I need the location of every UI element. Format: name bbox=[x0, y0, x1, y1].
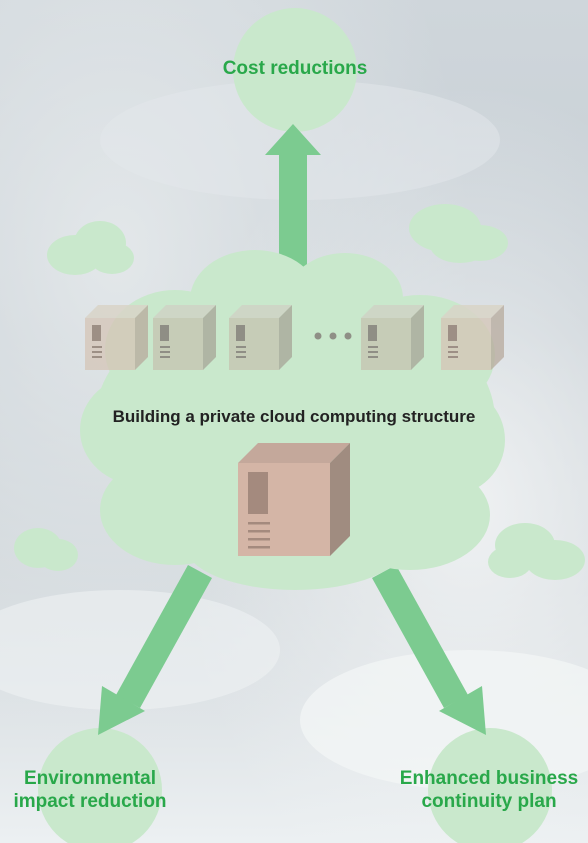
server-icon bbox=[229, 305, 292, 370]
small-cloud-right-low bbox=[488, 523, 585, 580]
environmental-impact-line1: Environmental bbox=[24, 768, 156, 789]
server-icon bbox=[238, 443, 350, 556]
server-icon bbox=[85, 305, 148, 370]
server-icon bbox=[153, 305, 216, 370]
arrow-up bbox=[265, 124, 321, 282]
cost-reductions-label: Cost reductions bbox=[222, 58, 368, 79]
sky-cloud bbox=[0, 590, 280, 710]
arrow-down-right bbox=[372, 565, 486, 735]
arrow-down-left bbox=[98, 565, 212, 735]
small-cloud-right bbox=[409, 204, 508, 263]
business-continuity-label: Enhanced business continuity plan bbox=[390, 768, 588, 814]
private-cloud-label: Building a private cloud computing struc… bbox=[112, 407, 476, 426]
small-cloud-left-low bbox=[14, 528, 78, 571]
cost-reductions-circle bbox=[233, 8, 357, 132]
ellipsis-icon bbox=[314, 332, 352, 340]
business-continuity-circle bbox=[428, 728, 552, 843]
server-icon bbox=[441, 305, 504, 370]
business-continuity-line2: continuity plan bbox=[421, 790, 557, 812]
environmental-impact-line2: impact reduction bbox=[13, 790, 167, 812]
environmental-impact-label: Environmental impact reduction bbox=[0, 768, 180, 814]
server-icon bbox=[361, 305, 424, 370]
business-continuity-line1: Enhanced business bbox=[399, 768, 579, 789]
environmental-circle bbox=[38, 728, 162, 843]
small-cloud-left bbox=[47, 221, 134, 275]
